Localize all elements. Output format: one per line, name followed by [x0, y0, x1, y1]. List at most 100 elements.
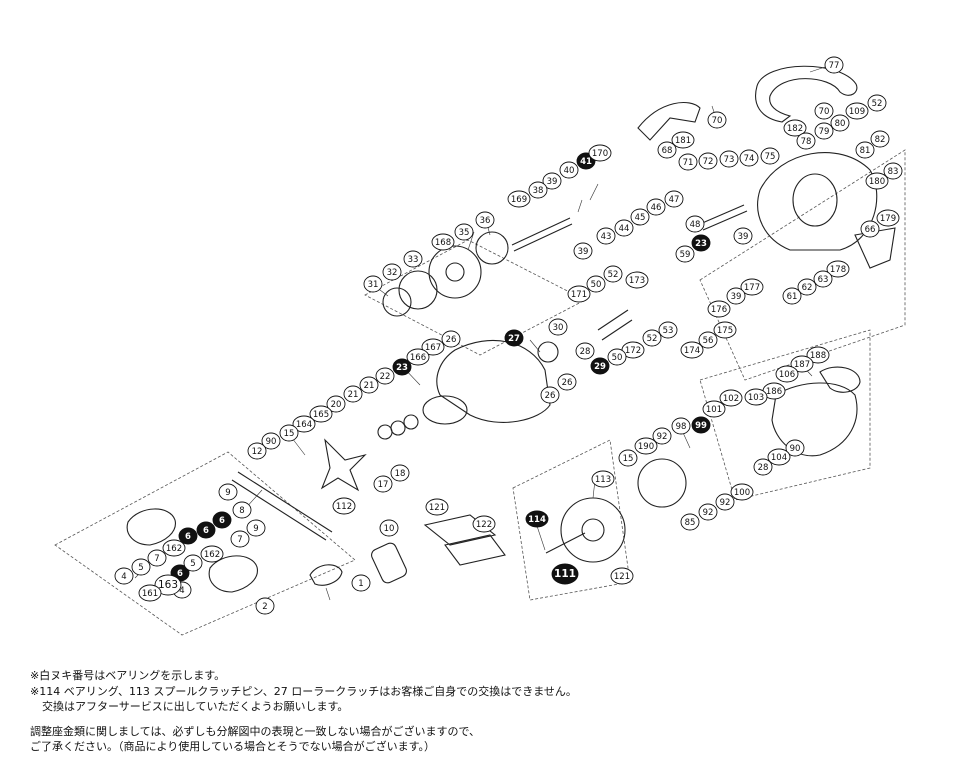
callout-bubble [525, 510, 549, 528]
callout-bubble [279, 424, 299, 442]
part-callout-10: 10 [379, 519, 399, 537]
callout-bubble [162, 539, 186, 557]
callout-label: 166 [410, 353, 426, 363]
callout-label: 90 [266, 437, 277, 447]
part-callout-15: 15 [618, 449, 638, 467]
part-callout-33: 33 [403, 250, 423, 268]
callout-bubble [855, 141, 875, 159]
part-callout-40: 40 [559, 161, 579, 179]
part-callout-70: 70 [707, 111, 727, 129]
clutch-bearing [537, 341, 559, 363]
callout-label: 38 [533, 186, 544, 196]
callout-bubble [860, 220, 880, 238]
callout-label: 23 [396, 363, 408, 373]
part-callout-162: 162 [162, 539, 186, 557]
callout-label: 5 [138, 563, 143, 573]
part-callout-167: 167 [421, 338, 445, 356]
callout-bubble [475, 211, 495, 229]
callout-bubble [588, 144, 612, 162]
part-callout-78: 78 [796, 132, 816, 150]
callout-bubble [744, 388, 768, 406]
part-callout-39: 39 [733, 227, 753, 245]
notes-section: ※白ヌキ番号はベアリングを示します。 ※114 ベアリング、113 スプールクラ… [30, 668, 950, 755]
part-callout-165: 165 [309, 405, 333, 423]
callout-label: 168 [435, 238, 451, 248]
part-callout-188: 188 [806, 346, 830, 364]
callout-bubble [551, 563, 579, 585]
callout-label: 1 [358, 579, 363, 589]
callout-bubble [154, 574, 182, 596]
part-callout-9: 9 [218, 483, 238, 501]
callout-bubble [614, 219, 634, 237]
part-callout-103: 103 [744, 388, 768, 406]
part-callout-23: 23 [392, 358, 412, 376]
part-callout-1: 1 [351, 574, 371, 592]
part-callout-52: 52 [867, 94, 887, 112]
callout-bubble [567, 285, 591, 303]
frame-top-bar [755, 65, 858, 123]
callout-label: 26 [446, 335, 457, 345]
callout-label: 39 [731, 292, 742, 302]
callout-label: 186 [766, 387, 782, 397]
callout-bubble [212, 511, 232, 529]
callout-label: 121 [429, 503, 445, 513]
callout-bubble [826, 260, 850, 278]
callout-bubble [557, 373, 577, 391]
part-callout-20: 20 [326, 395, 346, 413]
callout-bubble [596, 227, 616, 245]
callout-label: 112 [336, 502, 352, 512]
part-callout-23: 23 [691, 234, 711, 252]
callout-label: 36 [480, 216, 491, 226]
callout-bubble [740, 278, 764, 296]
callout-bubble [406, 348, 430, 366]
part-callout-72: 72 [698, 152, 718, 170]
part-callout-17: 17 [373, 475, 393, 493]
handle-knob-upper [126, 508, 176, 546]
callout-bubble [883, 162, 903, 180]
drive-gear-36 [475, 231, 509, 265]
part-callout-18: 18 [390, 464, 410, 482]
callout-label: 59 [680, 250, 691, 260]
callout-label: 80 [835, 119, 846, 129]
part-callout-7: 7 [230, 530, 250, 548]
callout-bubble [586, 275, 606, 293]
callout-bubble [796, 132, 816, 150]
callout-bubble [680, 513, 700, 531]
part-callout-92: 92 [698, 503, 718, 521]
callout-label: 4 [179, 586, 184, 596]
main-gear [428, 245, 482, 299]
callout-label: 176 [711, 305, 727, 315]
part-callout-36: 36 [475, 211, 495, 229]
callout-bubble [867, 94, 887, 112]
note-adjustment-washers: 調整座金類に関しましては、必ずしも分解図中の表現と一致しない場合がございますので… [30, 724, 481, 738]
callout-bubble [504, 329, 524, 347]
callout-bubble [507, 190, 531, 208]
part-callout-5: 5 [131, 558, 151, 576]
callout-bubble [610, 567, 634, 585]
callout-bubble [138, 584, 162, 602]
part-callout-180: 180 [865, 172, 889, 190]
callout-bubble [114, 567, 134, 585]
callout-bubble [454, 223, 474, 241]
callout-label: 6 [177, 569, 183, 579]
part-callout-162: 162 [200, 545, 224, 563]
callout-label: 40 [564, 166, 575, 176]
callout-bubble [698, 503, 718, 521]
callout-bubble [540, 386, 560, 404]
callout-label: 43 [601, 232, 612, 242]
part-callout-169: 169 [507, 190, 531, 208]
callout-label: 52 [608, 270, 619, 280]
part-callout-39: 39 [726, 287, 746, 305]
callout-bubble [657, 141, 677, 159]
part-callout-47: 47 [664, 190, 684, 208]
callout-bubble [865, 172, 889, 190]
thumb-rest-cover [637, 101, 701, 141]
callout-bubble [559, 161, 579, 179]
callout-bubble [652, 427, 672, 445]
callout-bubble [630, 208, 650, 226]
callout-bubble [671, 417, 691, 435]
callout-bubble [573, 242, 593, 260]
part-callout-187: 187 [790, 355, 814, 373]
part-callout-46: 46 [646, 198, 666, 216]
